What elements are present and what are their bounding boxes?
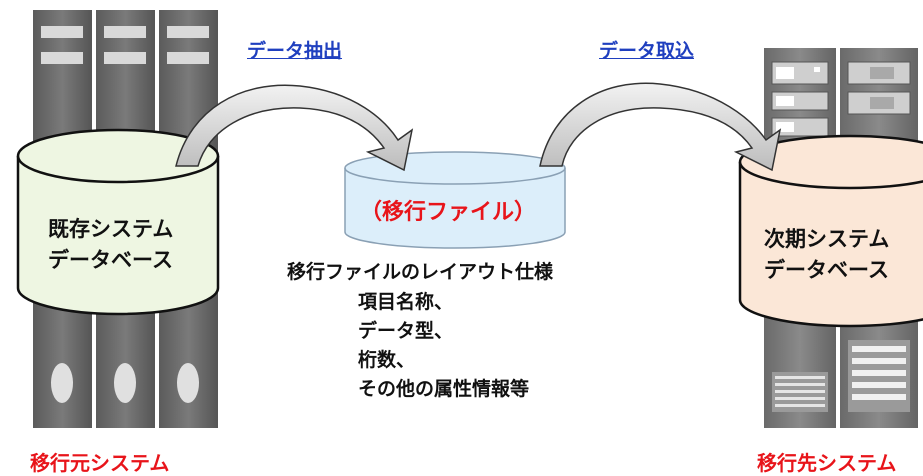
target-database-cylinder — [738, 134, 923, 328]
data-import-link[interactable]: データ取込 — [599, 40, 695, 62]
target-system-label: 移行先システム — [757, 451, 897, 475]
target-db-line1: 次期システム — [764, 227, 890, 251]
spec-item: 項目名称、 — [358, 291, 454, 313]
source-database-label: 既存システム データベース — [48, 214, 173, 276]
source-db-line1: 既存システム — [48, 217, 174, 241]
source-database-cylinder — [16, 128, 220, 316]
spec-item: 桁数、 — [358, 349, 416, 371]
layout-spec-items: 項目名称、 データ型、 桁数、 その他の属性情報等 — [358, 288, 529, 404]
import-arrow-icon — [539, 82, 782, 172]
data-extract-link[interactable]: データ抽出 — [247, 40, 343, 62]
layout-spec-title: 移行ファイルのレイアウト仕様 — [287, 261, 554, 283]
extract-arrow-icon — [175, 84, 414, 172]
migration-file-label: （移行ファイル） — [360, 200, 537, 225]
spec-item: データ型、 — [358, 320, 454, 342]
source-db-line2: データベース — [48, 248, 173, 272]
target-db-line2: データベース — [764, 258, 889, 282]
source-system-label: 移行元システム — [30, 451, 170, 475]
target-database-label: 次期システム データベース — [764, 224, 889, 286]
spec-item: その他の属性情報等 — [358, 378, 530, 400]
